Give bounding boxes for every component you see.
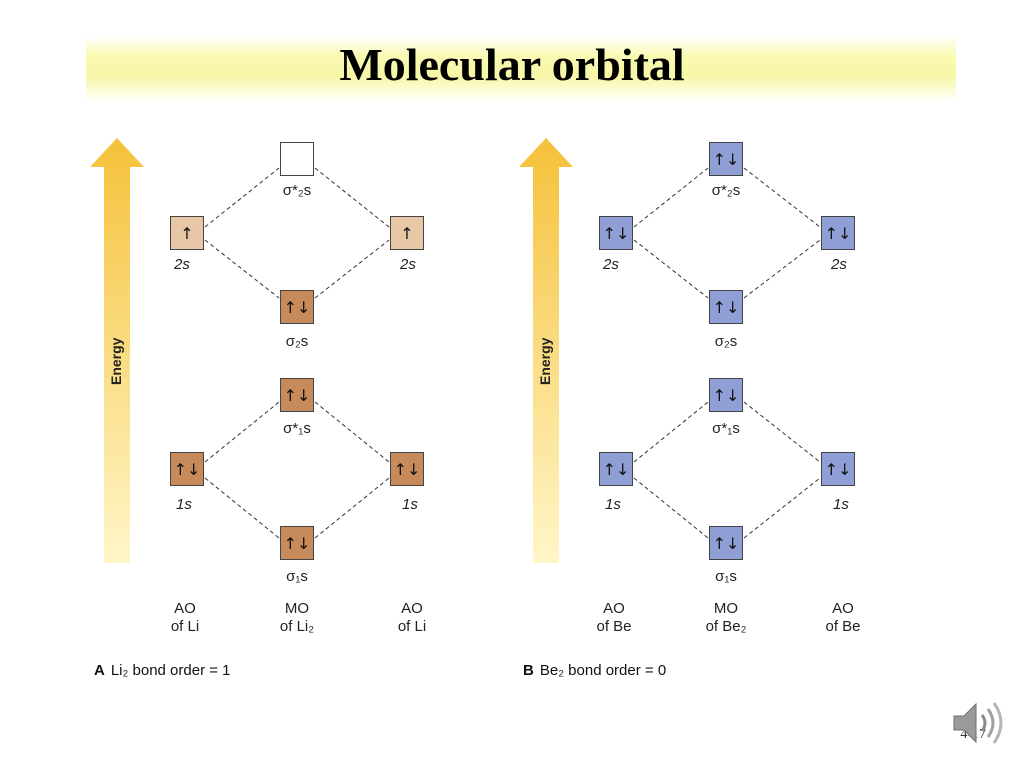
title-band bbox=[86, 36, 956, 102]
label-right-2s: 2s bbox=[400, 256, 416, 273]
orbital-sigma1s-star: ↑↓ bbox=[709, 378, 743, 412]
label-right-1s: 1s bbox=[833, 496, 849, 513]
caption-letter: A bbox=[94, 662, 105, 679]
ao-right-label: AO of Be bbox=[825, 600, 861, 635]
energy-label: Energy bbox=[108, 337, 124, 385]
orbital-right-2s: ↑↓ bbox=[821, 216, 855, 250]
orbital-right-2s: ↑ bbox=[390, 216, 424, 250]
caption-letter: B bbox=[523, 662, 534, 679]
caption-li2: A Li₂ bond order = 1 bbox=[94, 662, 231, 679]
orbital-sigma1s: ↑↓ bbox=[280, 526, 314, 560]
energy-label: Energy bbox=[537, 337, 553, 385]
ao-left-label: AO of Li bbox=[170, 600, 200, 635]
label-sigma1s: σ₁s bbox=[286, 568, 308, 585]
label-left-2s: 2s bbox=[603, 256, 619, 273]
mo-label: MO of Li₂ bbox=[279, 600, 315, 635]
mo-label: MO of Be₂ bbox=[705, 600, 747, 635]
caption-text: Li₂ bond order = 1 bbox=[110, 662, 231, 679]
orbital-sigma1s: ↑↓ bbox=[709, 526, 743, 560]
label-right-2s: 2s bbox=[831, 256, 847, 273]
label-sigma1s-star: σ*₁s bbox=[712, 420, 740, 437]
panel-be2: Energy ↑↓ σ*₂s ↑↓ 2s ↑↓ 2s ↑↓ σ₂s ↑↓ σ*₁… bbox=[515, 130, 935, 700]
label-sigma1s-star: σ*₁s bbox=[283, 420, 311, 437]
caption-text: Be₂ bond order = 0 bbox=[539, 662, 667, 679]
li2-diagram-lines bbox=[90, 138, 390, 563]
label-sigma2s-star: σ*₂s bbox=[282, 182, 312, 199]
orbital-sigma2s: ↑↓ bbox=[709, 290, 743, 324]
energy-arrow bbox=[90, 138, 144, 563]
be2-diagram-lines bbox=[519, 138, 821, 563]
orbital-sigma1s-star: ↑↓ bbox=[280, 378, 314, 412]
orbital-left-1s: ↑↓ bbox=[599, 452, 633, 486]
label-sigma2s: σ₂s bbox=[285, 333, 309, 350]
orbital-sigma2s: ↑↓ bbox=[280, 290, 314, 324]
label-left-1s: 1s bbox=[605, 496, 621, 513]
ao-left-label: AO of Be bbox=[596, 600, 632, 635]
orbital-left-2s: ↑↓ bbox=[599, 216, 633, 250]
label-sigma2s-star: σ*₂s bbox=[711, 182, 741, 199]
orbital-left-1s: ↑↓ bbox=[170, 452, 204, 486]
label-sigma2s: σ₂s bbox=[714, 333, 738, 350]
label-left-2s: 2s bbox=[174, 256, 190, 273]
orbital-left-2s: ↑ bbox=[170, 216, 204, 250]
ao-right-label: AO of Li bbox=[397, 600, 427, 635]
speaker-icon[interactable] bbox=[950, 698, 1006, 748]
orbital-sigma2s-star: ↑↓ bbox=[709, 142, 743, 176]
slide-title: Molecular orbital bbox=[339, 39, 685, 90]
label-right-1s: 1s bbox=[402, 496, 418, 513]
caption-be2: B Be₂ bond order = 0 bbox=[523, 662, 666, 679]
panel-li2: Energy σ*₂s ↑ 2s ↑ 2s ↑↓ σ₂s ↑↓ σ*₁s ↑↓ … bbox=[86, 130, 506, 700]
orbital-sigma2s-star bbox=[280, 142, 314, 176]
orbital-right-1s: ↑↓ bbox=[821, 452, 855, 486]
label-sigma1s: σ₁s bbox=[715, 568, 737, 585]
orbital-right-1s: ↑↓ bbox=[390, 452, 424, 486]
label-left-1s: 1s bbox=[176, 496, 192, 513]
energy-arrow bbox=[519, 138, 573, 563]
